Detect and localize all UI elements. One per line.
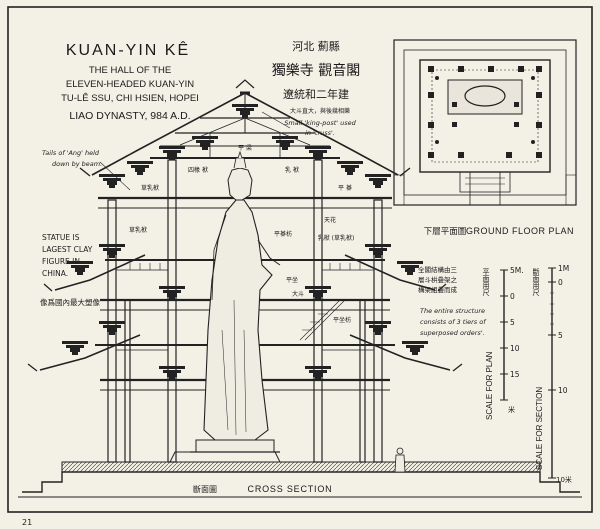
- scale-section-tick-0: 0: [558, 278, 563, 287]
- scale-section-label-chinese: 斷面用尺: [532, 267, 540, 297]
- king-post-note-chinese: 大斗直大，與後幾相樂: [290, 107, 350, 115]
- chinese-title-line-3: 遼統和二年建: [283, 87, 349, 101]
- mid-label-b: 平棊枋: [274, 230, 292, 238]
- scale-section-tick-10: 10: [558, 386, 568, 395]
- king-post-note-line-2: in 'truss'.: [305, 129, 335, 137]
- low-label-a: 平坐: [286, 276, 298, 284]
- chinese-title-block: 河北 薊縣 獨樂寺 觀音閣 遼統和二年建: [272, 40, 360, 101]
- scale-plan-tick-10: 10: [510, 344, 520, 353]
- section-caption-chinese: 斷面圖: [193, 484, 217, 494]
- plan-caption-chinese: 下層平面圖: [424, 227, 467, 237]
- title-line-4: LIAO DYNASTY, 984 A.D.: [69, 110, 190, 122]
- statue-note-chinese: 像爲國內最大塑像: [40, 297, 100, 307]
- statue-note-line-1: STATUE IS: [42, 233, 80, 242]
- low-label-c: 平坐枋: [333, 316, 351, 324]
- statue-note-line-2: LAGEST CLAY: [42, 245, 93, 254]
- roof-label-e: 平 棊: [338, 184, 352, 192]
- plan-caption-english: GROUND FLOOR PLAN: [466, 226, 574, 236]
- page-number: 21: [22, 518, 32, 527]
- ang-note-line-2: down by beam.: [52, 160, 102, 168]
- scale-plan-tick-0: 0: [510, 292, 515, 301]
- kuan-yin-statue: [190, 150, 281, 453]
- scale-section-end: 10米: [556, 475, 572, 484]
- title-line-1: THE HALL OF THE: [89, 65, 171, 76]
- statue-note-line-3: FIGURE IN: [42, 257, 80, 266]
- orders-note-chinese-3: 構架組疊而成: [418, 285, 458, 294]
- scale-plan-tick-5: 5: [510, 318, 515, 327]
- cross-section: [18, 79, 582, 498]
- scale-for-plan: [500, 269, 508, 401]
- chinese-title-line-2: 獨樂寺 觀音閣: [272, 62, 360, 79]
- orders-note-chinese-2: 層斗栱疊架之: [418, 275, 458, 284]
- mid-label-a: 草乳栿: [129, 226, 147, 234]
- section-caption-english: CROSS SECTION: [248, 484, 333, 494]
- statue-note-line-4: CHINA.: [42, 269, 68, 278]
- scale-plan-label-chinese: 平面用尺: [482, 268, 490, 297]
- scale-section-tick-1m: 1M: [558, 264, 569, 273]
- title-name: KUAN-YIN KÊ: [66, 40, 190, 59]
- title-line-3: TU-LÊ SSU, CHI HSIEN, HOPEI: [61, 93, 199, 104]
- low-label-b: 大斗: [292, 290, 304, 298]
- sheet-border: [7, 6, 593, 513]
- scale-plan-tick-5m: 5M.: [510, 266, 524, 275]
- human-scale-figure: [394, 447, 406, 473]
- scale-plan-unit: 米: [508, 405, 515, 414]
- roof-label-a: 平 梁: [238, 144, 252, 152]
- chinese-title-line-1: 河北 薊縣: [292, 40, 340, 53]
- mid-label-d: 乳栿 (草乳栿): [318, 234, 355, 242]
- ground-floor-plan: [393, 39, 577, 206]
- orders-note-line-2: consists of 3 tiers of: [420, 318, 487, 326]
- scale-section-tick-5: 5: [558, 331, 563, 340]
- roof-label-d: 草乳栿: [141, 184, 159, 192]
- scale-section-label-english: SCALE FOR SECTION: [535, 387, 544, 470]
- scale-for-section: [548, 267, 556, 479]
- orders-note-chinese-1: 全閣結構由三: [418, 265, 458, 274]
- orders-note-line-1: The entire structure: [420, 307, 485, 315]
- scale-plan-tick-15: 15: [510, 370, 520, 379]
- orders-note-line-3: superposed orders'.: [420, 329, 485, 337]
- king-post-note-line-1: Small 'king-post' used: [284, 119, 356, 127]
- ang-note-line-1: Tails of 'Ang' held: [42, 149, 100, 157]
- title-line-2: ELEVEN-HEADED KUAN-YIN: [66, 79, 194, 90]
- roof-label-c: 乳 栿: [285, 166, 299, 174]
- annotations: 大斗直大，與後幾相樂 Small 'king-post' used in 'tr…: [40, 107, 487, 337]
- title-block: KUAN-YIN KÊ THE HALL OF THE ELEVEN-HEADE…: [61, 40, 199, 122]
- roof-label-b: 四椽 栿: [188, 166, 208, 174]
- mid-label-c: 天花: [324, 216, 336, 224]
- scale-plan-label-english: SCALE FOR PLAN: [485, 351, 494, 420]
